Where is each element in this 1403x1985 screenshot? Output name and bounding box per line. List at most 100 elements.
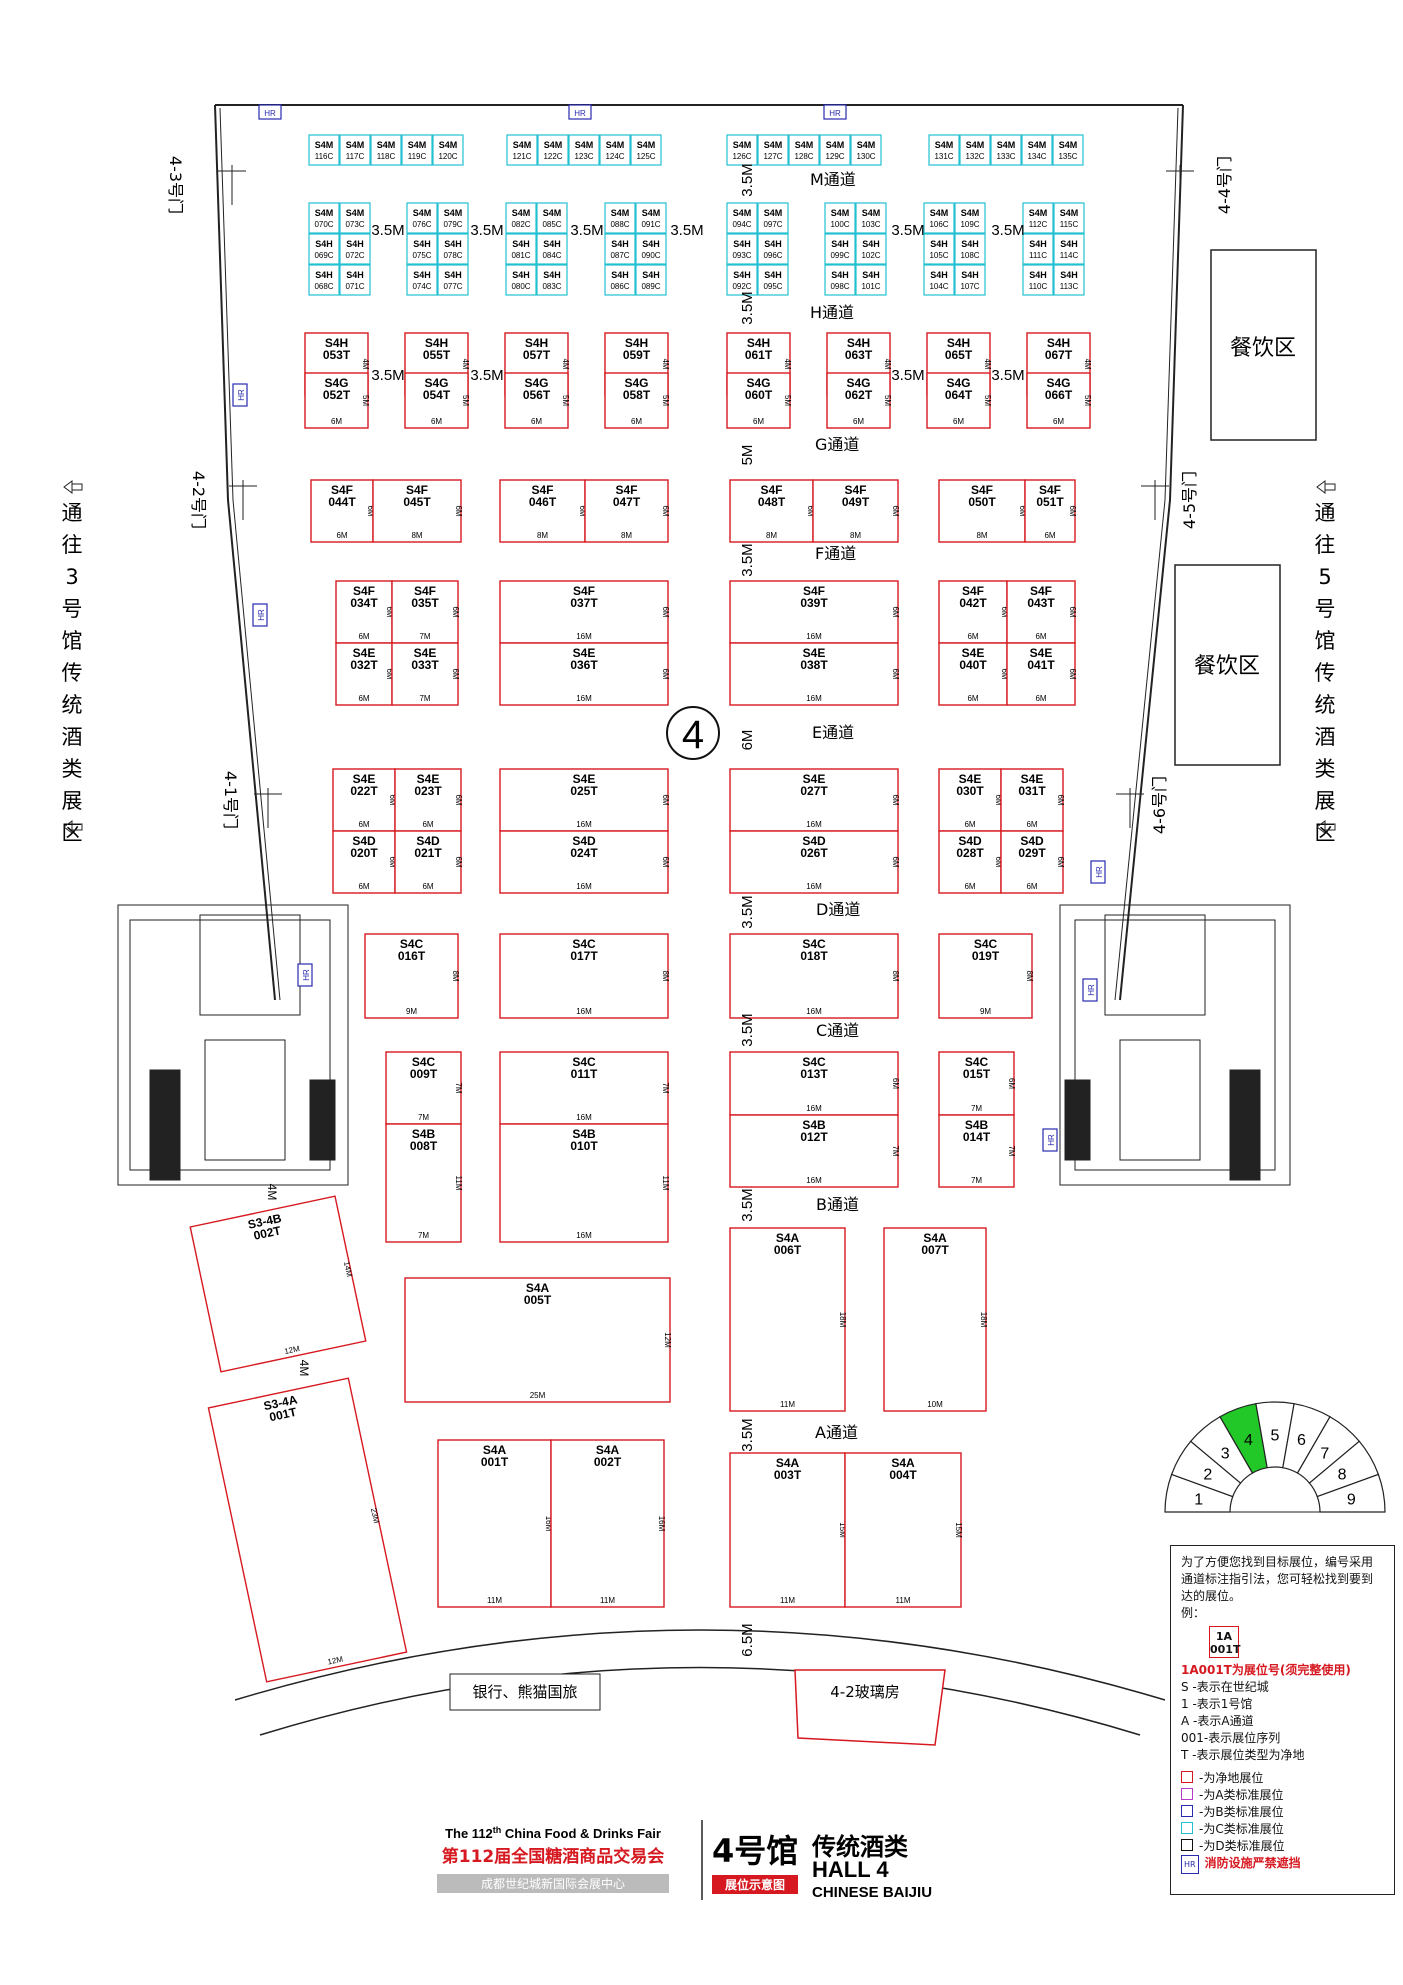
- booth-width: 16M: [576, 694, 592, 703]
- booth-number: 015T: [963, 1067, 991, 1081]
- booth-zone: S4G: [324, 376, 348, 390]
- booth-box: [826, 372, 891, 429]
- small-booth-box: [757, 264, 789, 296]
- aisle-width: 4M: [297, 1360, 311, 1377]
- booth-depth: 6M: [454, 794, 463, 805]
- side-note-right-char: 馆: [1315, 629, 1336, 653]
- booth-zone: S4G: [946, 376, 970, 390]
- small-booth-box: [824, 233, 856, 265]
- small-booth-box: [1022, 233, 1054, 265]
- booth-zone: S4F: [531, 483, 553, 497]
- fire-equipment-box: [823, 104, 847, 120]
- small-booth-box: [726, 264, 758, 296]
- booth-number: 009T: [410, 1067, 438, 1081]
- small-booth-number: 107C: [960, 282, 979, 291]
- small-booth-number: 075C: [412, 251, 431, 260]
- booth-depth: 6M: [1068, 668, 1077, 679]
- booth-depth: 6M: [994, 794, 1003, 805]
- small-booth-box: [959, 134, 991, 166]
- side-note-left-char: 通: [62, 501, 83, 525]
- door-label: 4-4号门: [1215, 156, 1234, 214]
- booth-number: 014T: [963, 1130, 991, 1144]
- booth-zone: S4C: [802, 1055, 826, 1069]
- dining-area-1: [1210, 249, 1317, 441]
- booth-zone: S4F: [1039, 483, 1061, 497]
- legend-fire-label: 消防设施严禁遮挡: [1204, 1856, 1301, 1870]
- booth-depth: 7M: [661, 1082, 670, 1093]
- booth-depth: 7M: [454, 1082, 463, 1093]
- booth-depth: 6M: [661, 668, 670, 679]
- legend-code-item: T -表示展位类型为净地: [1181, 1748, 1305, 1762]
- door-icon: [1141, 480, 1169, 520]
- booth-width: 16M: [806, 1176, 822, 1185]
- booth-number: 032T: [350, 658, 378, 672]
- booth-box: [938, 642, 1008, 706]
- booth-depth: 6M: [454, 856, 463, 867]
- small-booth-number: 120C: [438, 152, 457, 161]
- booth-box: [883, 1227, 987, 1412]
- small-booth-box: [824, 264, 856, 296]
- dining-area-2: [1174, 564, 1281, 766]
- small-booth-zone: S4H: [543, 239, 561, 249]
- small-booth-box: [635, 202, 667, 234]
- hall-key-number: 9: [1347, 1492, 1356, 1509]
- small-booth-zone: S4M: [733, 140, 752, 150]
- booth-width: 8M: [537, 531, 548, 540]
- legend-type-item: -为净地展位: [1181, 1770, 1384, 1787]
- booth-box: [729, 933, 899, 1019]
- fire-equipment-label: HR: [574, 109, 586, 118]
- small-booth-box: [855, 264, 887, 296]
- small-booth-box: [1022, 202, 1054, 234]
- small-booth-number: 092C: [732, 282, 751, 291]
- booth-zone: S4E: [1021, 772, 1044, 786]
- small-booth-box: [308, 233, 340, 265]
- booth-zone: S4F: [353, 584, 375, 598]
- booth-width: 11M: [600, 1596, 615, 1605]
- booth-number: 026T: [800, 846, 828, 860]
- small-booth-number: 081C: [511, 251, 530, 260]
- fire-equipment-box: [1042, 1128, 1058, 1152]
- small-booth-box: [506, 134, 538, 166]
- small-booth-zone: S4M: [862, 208, 881, 218]
- booth-depth: 6M: [1018, 505, 1027, 516]
- small-booth-zone: S4H: [1029, 239, 1047, 249]
- small-booth-zone: S4H: [733, 239, 751, 249]
- booth-number: 067T: [1045, 348, 1073, 362]
- booth-depth: 4M: [461, 358, 470, 369]
- booth-number: 062T: [845, 388, 873, 402]
- booth-depth: 6M: [661, 856, 670, 867]
- small-booth-number: 076C: [412, 220, 431, 229]
- small-booth-box: [1052, 134, 1084, 166]
- aisle-width: 3.5M: [991, 222, 1024, 239]
- booth-box: [394, 830, 462, 894]
- small-booth-number: 084C: [542, 251, 561, 260]
- small-booth-zone: S4M: [513, 140, 532, 150]
- fire-equipment-label: HR: [1087, 984, 1096, 996]
- small-booth-box: [505, 264, 537, 296]
- booth-number: 016T: [398, 949, 426, 963]
- booth-layer: S4H053T6M4MS4G052T6M5MS4H055T6M4MS4G054T…: [189, 332, 1092, 1683]
- small-booth-box: [1022, 264, 1054, 296]
- arrow-icon: [1316, 820, 1336, 834]
- booth-depth: 6M: [1000, 668, 1009, 679]
- hall-key-number: 3: [1221, 1446, 1230, 1463]
- booth-box: [550, 1439, 665, 1608]
- side-note-left-char: 号: [62, 597, 83, 621]
- small-booth-number: 079C: [443, 220, 462, 229]
- booth-number: 031T: [1018, 784, 1046, 798]
- booth-box: [1000, 768, 1064, 832]
- small-booth-number: 069C: [314, 251, 333, 260]
- booth-depth: 15M: [954, 1522, 963, 1538]
- legend-type-item: -为A类标准展位: [1181, 1787, 1384, 1804]
- booth-number: 025T: [570, 784, 598, 798]
- booth-box: [394, 768, 462, 832]
- booth-depth: 6M: [891, 794, 900, 805]
- small-booth-number: 105C: [929, 251, 948, 260]
